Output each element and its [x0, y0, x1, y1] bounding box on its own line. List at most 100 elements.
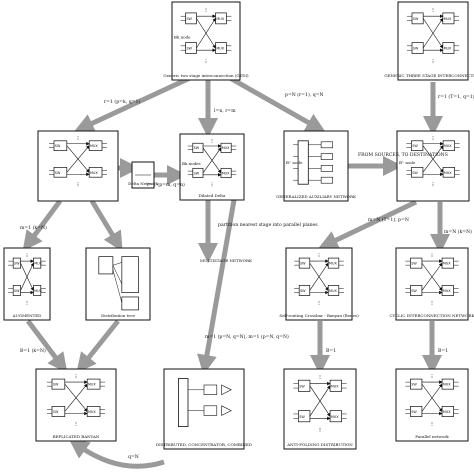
- node-title: Self-routing Crossbar - Banyan (Benes): [279, 313, 359, 318]
- node-title: Dilated Delta: [199, 193, 226, 198]
- ellipsis-dot: [205, 60, 207, 62]
- connection-line: [112, 262, 122, 266]
- ellipsis-dot: [318, 303, 320, 305]
- ellipsis-dot: [432, 60, 434, 62]
- node-multistage: MULTISTAGE NETWORK: [200, 258, 253, 263]
- node-title: AUGMENTED: [12, 313, 42, 318]
- edge-label: p=N (r=1), q=N: [285, 91, 324, 98]
- ellipsis-dot: [26, 302, 28, 304]
- node-inner-label: Bk node: [174, 35, 191, 40]
- ellipsis-dot: [211, 182, 213, 184]
- ellipsis-dot: [319, 429, 321, 431]
- inner-box-label: MUX: [331, 415, 339, 419]
- node-title: ANTI-FOLDING DISTRIBUTION: [286, 442, 353, 447]
- ellipsis-dot: [432, 137, 434, 139]
- inner-box-label: SW: [194, 171, 200, 175]
- node-title: Parallel network: [415, 434, 449, 439]
- ellipsis-dot: [432, 185, 434, 187]
- edge-label: m=N (T=1), p=N: [368, 216, 409, 223]
- ellipsis-dot: [205, 9, 207, 11]
- node-title: GENERIC THREE STAGE INTERCONNECTION: [384, 73, 474, 78]
- inner-box-label: MUX: [222, 146, 230, 150]
- inner-box-label: SW: [413, 47, 419, 51]
- node-delta: Delta Network: [128, 161, 158, 189]
- ellipsis-dot: [431, 254, 433, 256]
- switch-box: [203, 384, 218, 395]
- inner-box-label: SW: [411, 289, 417, 293]
- inner-box-label: MUX: [444, 47, 452, 51]
- ellipsis-dot: [431, 253, 433, 255]
- edge-label: partition nearest stage into parallel pl…: [218, 222, 318, 228]
- node-title: Distribution tree: [101, 313, 136, 318]
- ellipsis-dot: [318, 256, 320, 258]
- bus-rail: [297, 140, 309, 185]
- ellipsis-dot: [432, 183, 434, 185]
- ellipsis-dot: [77, 139, 79, 141]
- node-title: REPLICATED BANYAN: [53, 434, 100, 439]
- ellipsis-dot: [26, 256, 28, 258]
- ellipsis-dot: [26, 253, 28, 255]
- inner-box-label: SW: [186, 17, 192, 21]
- edge-right_mid-to-self_route: [317, 199, 418, 250]
- inner-box-label: MUX: [443, 262, 451, 266]
- ellipsis-dot: [318, 253, 320, 255]
- inner-box-label: SW: [194, 146, 200, 150]
- switch-box: [410, 285, 423, 296]
- inner-box-label: MUX: [329, 262, 337, 266]
- ellipsis-dot: [211, 185, 213, 187]
- switch-box: [121, 296, 139, 311]
- ellipsis-dot: [431, 303, 433, 305]
- edge-gtdi-to-gen_aux: [228, 75, 326, 133]
- switch-box: [98, 256, 114, 275]
- ellipsis-dot: [75, 421, 77, 423]
- ellipsis-dot: [77, 182, 79, 184]
- node-frame: [85, 247, 151, 321]
- inner-box-label: MUX: [88, 383, 96, 387]
- node-frame: [3, 247, 51, 321]
- ellipsis-dot: [431, 302, 433, 304]
- node-frame: [37, 130, 119, 202]
- inner-box-label: SW: [186, 47, 192, 51]
- edge-label: FROM SOURCES, TO DESTINATIONS: [358, 152, 448, 158]
- edges-layer: [22, 75, 450, 469]
- ellipsis-dot: [431, 421, 433, 423]
- edge-label: m=1 (p=N, q=N), m=1 (p=N, q=N): [205, 333, 289, 340]
- ellipsis-dot: [431, 423, 433, 425]
- node-inner-label: Bk nodes: [182, 161, 201, 166]
- edge-bottom_mid-to-bottom_left: [68, 438, 165, 469]
- ellipsis-dot: [75, 424, 77, 426]
- ellipsis-dot: [431, 300, 433, 302]
- inner-box-label: SW: [412, 144, 418, 148]
- ellipsis-dot: [319, 375, 321, 376]
- edge-label: m=N (k=N): [444, 228, 472, 235]
- connection-line: [422, 145, 444, 173]
- connection-line: [421, 262, 443, 291]
- inner-box-label: MUX: [443, 289, 451, 293]
- node-title: Generic two stage interconnection (GTDI): [163, 73, 249, 78]
- connection-line: [202, 147, 222, 174]
- inner-box-label: MUX: [222, 171, 230, 175]
- ellipsis-dot: [319, 376, 321, 378]
- inner-box-label: MUX: [34, 289, 42, 293]
- node-dist_tree: Distribution tree: [85, 247, 151, 321]
- ellipsis-dot: [431, 256, 433, 258]
- edge-label: q=N: [128, 454, 139, 460]
- ellipsis-dot: [431, 424, 433, 426]
- edge-label: B=1: [438, 348, 448, 354]
- inner-box-label: SW: [55, 171, 61, 175]
- node-title: CYCLIC INTERCONNECTION NETWORK: [389, 313, 474, 318]
- ellipsis-dot: [205, 59, 207, 61]
- ellipsis-dot: [77, 136, 79, 138]
- switch-box: [410, 406, 423, 417]
- connection-line: [309, 262, 329, 291]
- inner-box-label: MUX: [444, 17, 452, 21]
- ellipsis-dot: [205, 7, 207, 9]
- inner-box-label: SW: [14, 289, 20, 293]
